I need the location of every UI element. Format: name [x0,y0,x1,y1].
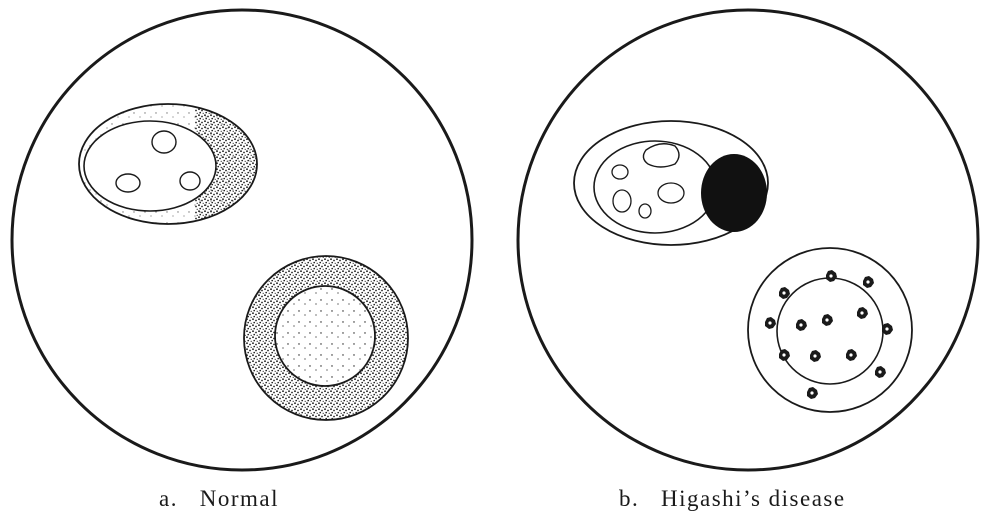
monocyte-nucleus [594,141,716,233]
panel-b-field-circle [518,10,978,470]
caption-title: Higashi’s disease [661,486,846,511]
panel-a-field-circle [12,10,472,470]
giant-inclusion [701,154,767,232]
caption-letter: a. [159,486,178,511]
panel-b-higashi [518,10,978,470]
monocyte-cell-normal [79,104,257,224]
caption-panel-a: a. Normal [159,486,279,512]
panel-a-normal [12,10,472,470]
granulocyte-cell-normal [244,256,408,420]
granulocyte-nucleus [777,278,883,384]
granulocyte-cell-higashi [748,248,912,412]
caption-title: Normal [200,486,279,511]
monocyte-nucleus [84,121,216,211]
caption-letter: b. [619,486,639,511]
caption-panel-b: b. Higashi’s disease [619,486,846,512]
monocyte-cell-higashi [574,121,768,245]
